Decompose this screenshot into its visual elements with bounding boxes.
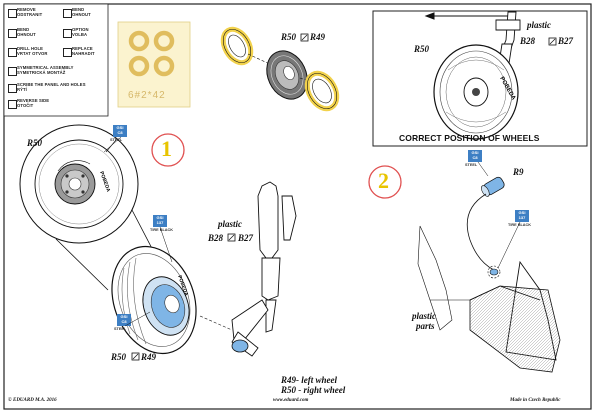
main-wheel-step1: POBEDA: [111, 245, 197, 355]
color-name-steel-3: STEEL: [465, 163, 478, 167]
symmetrical-icon: [8, 67, 17, 76]
step-2-circle: [368, 165, 402, 199]
step2-assembly: [417, 176, 561, 373]
direction-arrow: [424, 12, 510, 20]
part-r49-top: R49: [310, 32, 326, 42]
step-2-number: 2: [378, 168, 389, 193]
correct-position-caption: CORRECT POSITION OF WHEELS: [399, 133, 540, 143]
remove-icon: [8, 9, 17, 18]
color-tags: [113, 125, 529, 326]
part-r50-top: R50: [281, 32, 297, 42]
part-r50-right: R50: [414, 44, 430, 54]
footer-origin: Made in Czech Republic: [510, 398, 561, 403]
color-name-steel-2: STEEL: [114, 327, 127, 331]
plastic-code-step1-1: B28: [208, 233, 224, 243]
color-name-tire-1: TIRE BLACK: [150, 228, 173, 232]
replace-icon: [63, 48, 72, 57]
mask-rings-on-fret: [128, 30, 175, 77]
plastic-code-right-2: B27: [558, 36, 574, 46]
plastic-code-step1-2: B27: [238, 233, 254, 243]
drill-hole-icon: [8, 48, 17, 57]
option-icon: [63, 29, 72, 38]
color-name-steel-1: STEEL: [110, 138, 123, 142]
bend-icon: [63, 9, 72, 18]
fret-label: 6#2*42: [128, 90, 166, 101]
reverse-icon: [8, 100, 17, 109]
bend-around-icon: [8, 29, 17, 38]
plastic-label-step1: plastic: [218, 219, 242, 229]
scribe-icon: [8, 84, 17, 93]
footer-copyright: © EDUARD M.A. 2016: [8, 398, 57, 403]
color-name-tire-2: TIRE BLACK: [508, 223, 531, 227]
part-r49-bottom: R49: [141, 352, 157, 362]
step-1-circle: [151, 133, 185, 167]
part-r9: R9: [513, 167, 524, 177]
plastic-code-right-1: B28: [520, 36, 536, 46]
step-1-number: 1: [161, 136, 172, 161]
part-r50-bottom: R50: [111, 352, 127, 362]
top-exploded-wheel: [220, 26, 340, 112]
top-right-wheel: POBEDA: [433, 44, 519, 140]
legend-box: [3, 3, 109, 117]
footer-website: www.eduard.com: [273, 398, 309, 403]
part-r50-inset: R50: [27, 138, 43, 148]
hub-detail-inset: POBEDA: [19, 124, 159, 291]
plastic-label-right: plastic: [527, 20, 551, 30]
strut-step1: [199, 181, 297, 357]
